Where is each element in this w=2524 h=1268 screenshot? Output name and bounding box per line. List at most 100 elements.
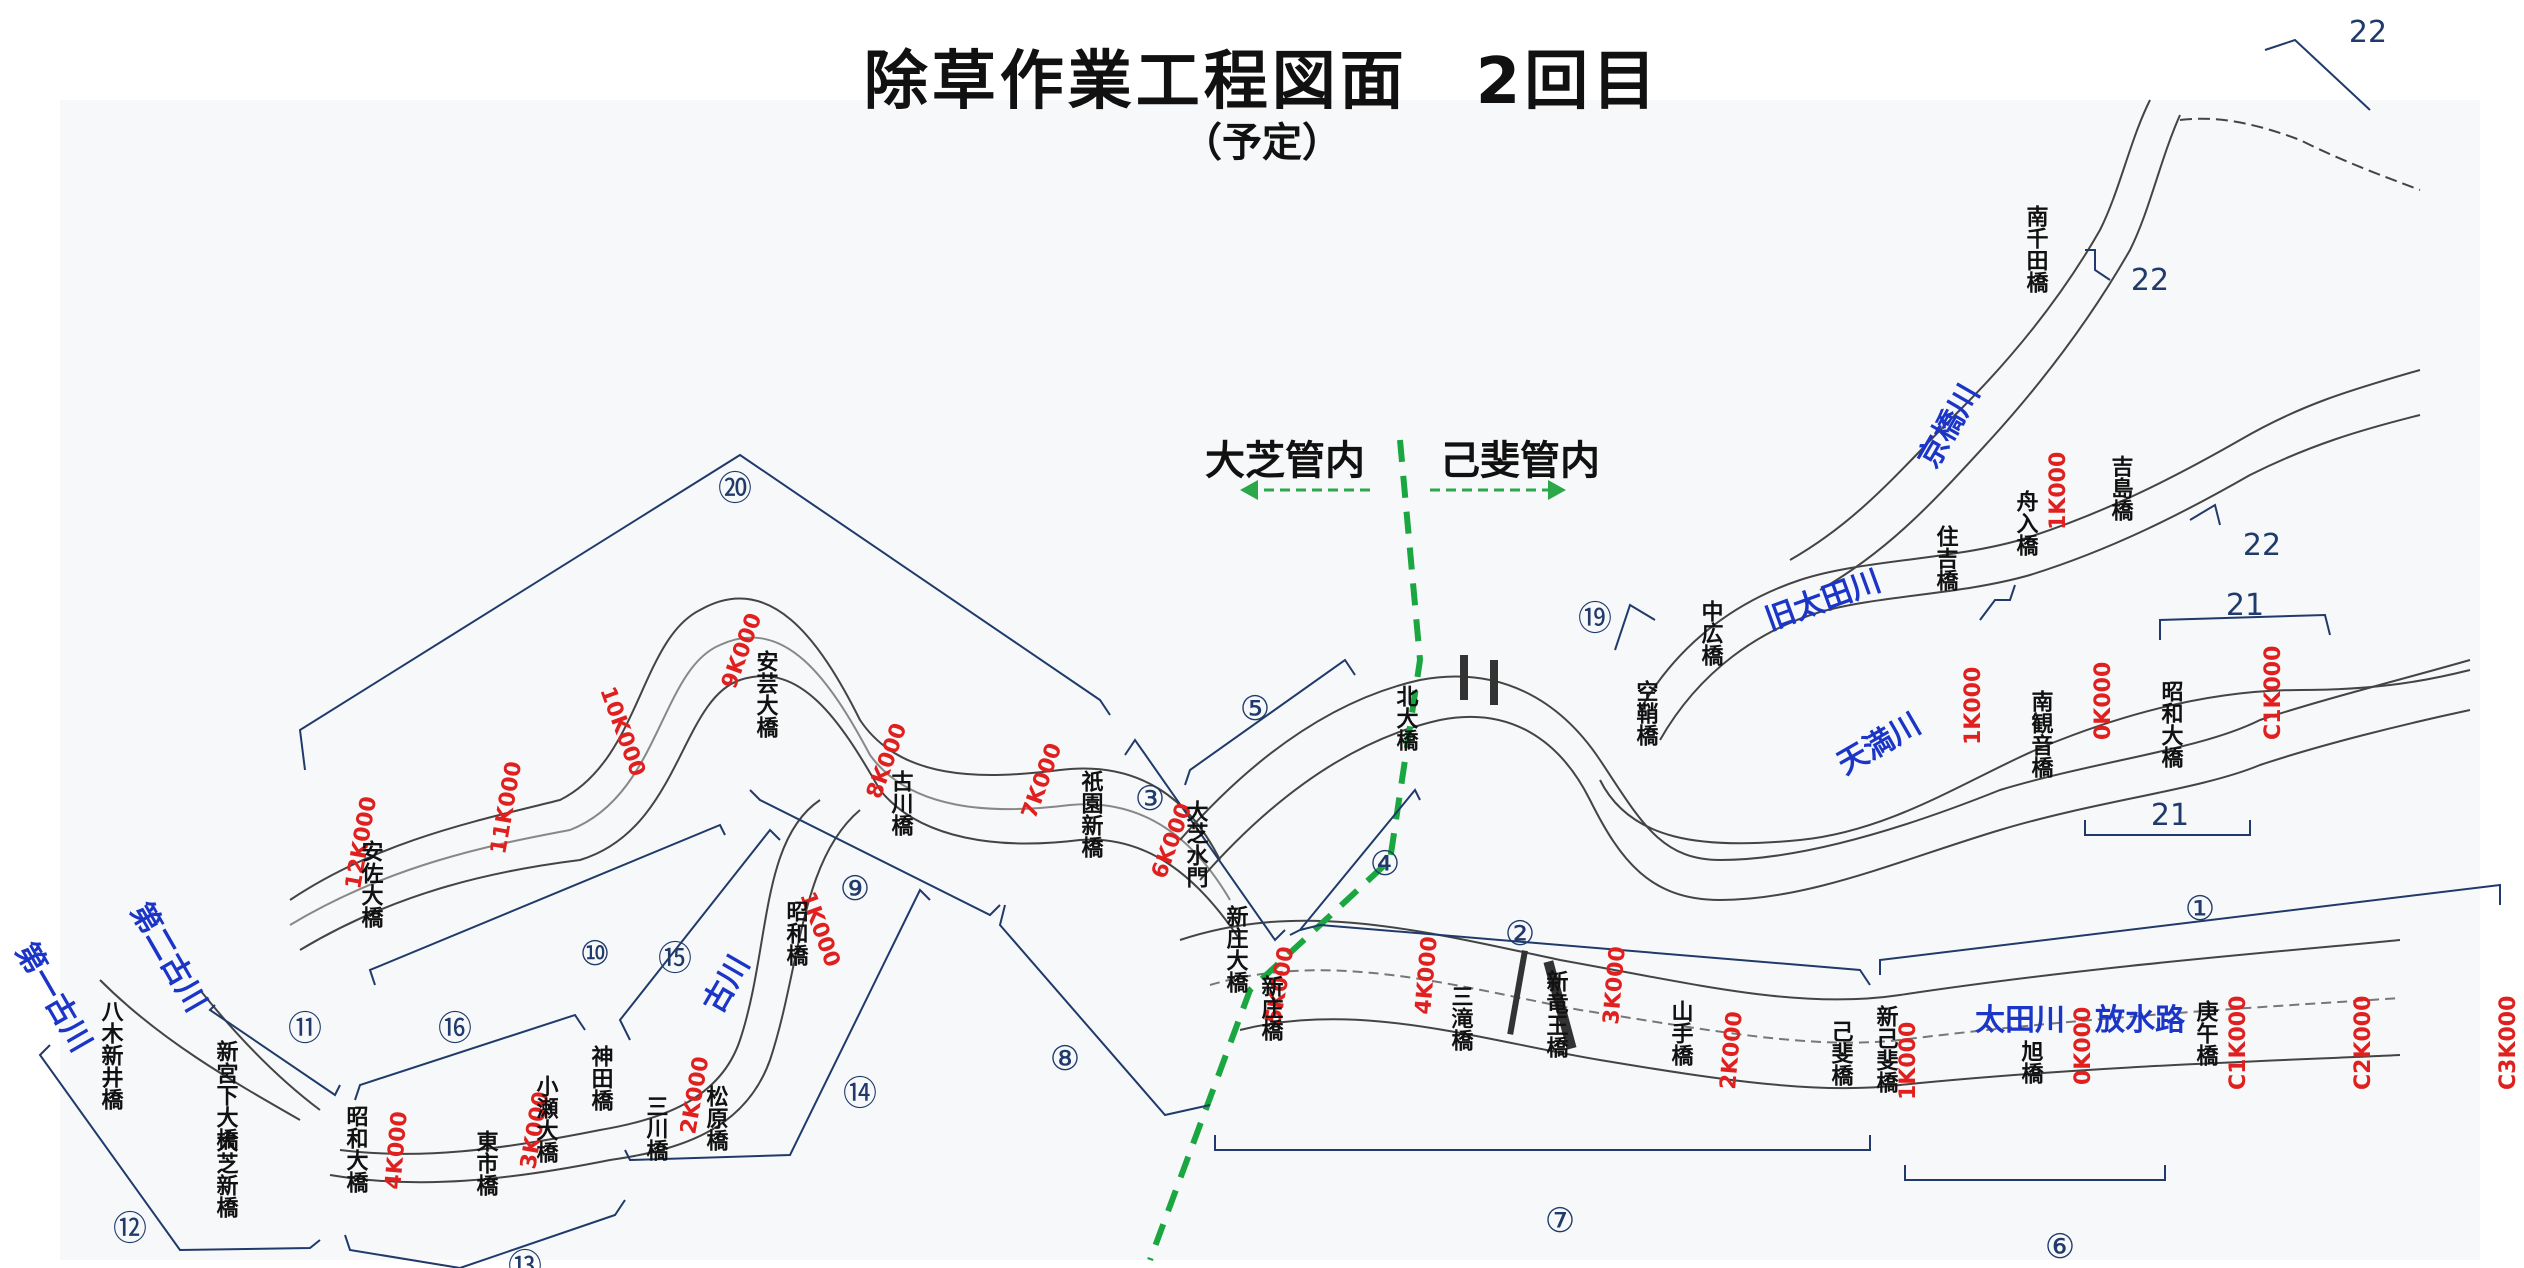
section-labels: ① ② ③ ④ ⑤ ⑥ ⑦ ⑧ ⑨ ⑩ ⑪ ⑫ ⑬ ⑭ ⑮ ⑯ ⑲ ⑳ 21 2… bbox=[113, 15, 2387, 1268]
section-9: ⑨ bbox=[840, 869, 870, 909]
bracket-22-c bbox=[2189, 503, 2221, 526]
river-channels bbox=[99, 99, 2471, 1184]
bridge-kose-ohashi: 小瀬大橋 bbox=[533, 1075, 559, 1163]
jurisdiction-left-label: 大芝管内 bbox=[1205, 438, 1365, 484]
bridge-sansen: 三川橋 bbox=[643, 1095, 670, 1161]
bridge-nakahiro: 中広橋 bbox=[1698, 600, 1724, 666]
main-river-upper-bank bbox=[1179, 919, 2401, 1001]
bridge-yagi-arai: 八木新井橋 bbox=[98, 1000, 125, 1110]
kyobashi-outer bbox=[2179, 117, 2421, 191]
section-22-b: 22 bbox=[2131, 263, 2169, 298]
section-22-a: 22 bbox=[2349, 15, 2387, 50]
section-11: ⑪ bbox=[288, 1009, 322, 1049]
bridge-furukawa: 古川橋 bbox=[888, 769, 915, 836]
bridge-gion-shinbashi: 祇園新橋 bbox=[1078, 769, 1105, 858]
section-4: ④ bbox=[1370, 844, 1400, 884]
section-3: ③ bbox=[1135, 779, 1165, 819]
kyobashi-river-b bbox=[1819, 114, 2181, 591]
section-6: ⑥ bbox=[2045, 1227, 2075, 1267]
bridge-kogo: 庚午橋 bbox=[2193, 999, 2219, 1066]
upper-river-bank-c bbox=[289, 636, 1231, 926]
bridge-kita-ohashi: 北大橋 bbox=[1393, 685, 1419, 751]
furukawa-bank-a bbox=[339, 799, 821, 1155]
bridge-funairi: 舟入橋 bbox=[2013, 489, 2039, 556]
bridge-asahi: 旭橋 bbox=[2018, 1040, 2045, 1084]
temma-river-a bbox=[1599, 669, 2471, 845]
bracket-5 bbox=[1184, 658, 1356, 786]
bridge-kanda: 神田橋 bbox=[588, 1044, 614, 1111]
section-7: ⑦ bbox=[1545, 1201, 1575, 1241]
upper-river-bank-b bbox=[299, 675, 1241, 951]
bridge-minami-senda: 南千田橋 bbox=[2023, 205, 2049, 293]
bridge-showa-ohashi-w: 昭和大橋 bbox=[343, 1105, 369, 1193]
bridge-yoshijima: 吉島橋 bbox=[2108, 454, 2134, 521]
section-20: ⑳ bbox=[718, 469, 752, 509]
km-c1: C1K000 bbox=[2226, 996, 2251, 1090]
bridge-labels: 北大橋 新庄大橋 新庄橋 三滝橋 新竜王橋 山手橋 己斐橋 新己斐橋 旭橋 庚午… bbox=[98, 205, 2219, 1218]
bracket-10 bbox=[368, 823, 726, 986]
daiichi-furukawa bbox=[99, 979, 301, 1121]
jurisdiction-right-label: 己斐管内 bbox=[1440, 438, 1600, 484]
bracket-22-d bbox=[1979, 584, 2016, 621]
section-2: ② bbox=[1505, 914, 1535, 954]
main-river-center bbox=[1209, 969, 2401, 1044]
bridge-oshiba-shinbashi: 大芝新橋 bbox=[213, 1130, 239, 1218]
section-14: ⑭ bbox=[843, 1074, 877, 1114]
km-c2: C2K000 bbox=[2351, 996, 2376, 1090]
bridge-sorasaya: 空鞘橋 bbox=[1633, 679, 1659, 746]
north-channel-b bbox=[1199, 709, 2471, 902]
bracket-19 bbox=[1614, 603, 1656, 651]
jurisdiction-arrowheads bbox=[1240, 480, 1566, 500]
bracket-21-bottom bbox=[2084, 820, 2251, 836]
bracket-22-b bbox=[2085, 249, 2111, 281]
bracket-21-top bbox=[2159, 613, 2331, 640]
page-subtitle: （予定） bbox=[1182, 120, 1342, 166]
section-15: ⑮ bbox=[658, 939, 692, 979]
bridge-koi: 己斐橋 bbox=[1828, 1020, 1854, 1086]
furukawa-bank-b bbox=[329, 809, 861, 1184]
bridge-yamate: 山手橋 bbox=[1668, 1000, 1694, 1066]
background-tone bbox=[60, 100, 2480, 1260]
bridge-showa: 昭和橋 bbox=[783, 900, 809, 966]
section-5: ⑤ bbox=[1240, 689, 1270, 729]
bracket-3 bbox=[1124, 738, 1286, 942]
bracket-11 bbox=[208, 1004, 341, 1097]
north-channel-a bbox=[1179, 659, 2471, 862]
section-12: ⑫ bbox=[113, 1209, 147, 1249]
jurisdiction-divider bbox=[1147, 439, 1424, 1262]
bridge-shin-ryuo: 新竜王橋 bbox=[1543, 969, 1569, 1058]
km-c3: C3K000 bbox=[2496, 996, 2521, 1090]
main-river-lower-bank bbox=[1239, 1018, 2401, 1090]
bridge-showa-ohashi-e: 昭和大橋 bbox=[2158, 680, 2184, 768]
bracket-8 bbox=[998, 904, 1211, 1117]
section-22-c: 22 bbox=[2243, 528, 2281, 563]
kyobashi-river-a bbox=[1789, 99, 2151, 561]
km-temma-0: 0K000 bbox=[2091, 662, 2116, 740]
bridge-minami-kannon: 南観音橋 bbox=[2028, 690, 2054, 778]
section-21-bottom: 21 bbox=[2151, 798, 2189, 833]
km-temma-c1: C1K000 bbox=[2261, 646, 2286, 740]
kyuota-river-a bbox=[1639, 369, 2421, 711]
bracket-2 bbox=[1299, 923, 1871, 986]
bridge-shinjo: 新庄橋 bbox=[1258, 974, 1284, 1041]
bridge-matsubara: 松原橋 bbox=[703, 1085, 729, 1151]
bridge-sumiyoshi: 住吉橋 bbox=[1933, 524, 1959, 591]
bridge-shinjo-ohashi: 新庄大橋 bbox=[1223, 904, 1249, 993]
km-1: 1K000 bbox=[1896, 1022, 1921, 1100]
structures bbox=[1460, 655, 1577, 1050]
kyuota-river-b bbox=[1659, 414, 2421, 741]
bracket-14 bbox=[624, 888, 931, 1162]
bracket-13 bbox=[344, 1199, 626, 1268]
bridge-shin-koi: 新己斐橋 bbox=[1873, 1004, 1899, 1093]
km-kyuota-1: 1K000 bbox=[2046, 452, 2071, 530]
bracket-9 bbox=[749, 789, 1001, 917]
river-ota-floodway: 太田川 放水路 bbox=[1975, 1003, 2186, 1038]
bracket-1 bbox=[1879, 883, 2501, 975]
section-10: ⑩ bbox=[580, 934, 610, 974]
bridge-asa-ohashi: 安佐大橋 bbox=[358, 839, 385, 928]
bracket-22-a bbox=[2264, 38, 2371, 111]
bracket-16 bbox=[354, 1013, 586, 1101]
page-title: 除草作業工程図面 2回目 bbox=[863, 45, 1661, 119]
bridge-mitaki: 三滝橋 bbox=[1448, 985, 1474, 1051]
